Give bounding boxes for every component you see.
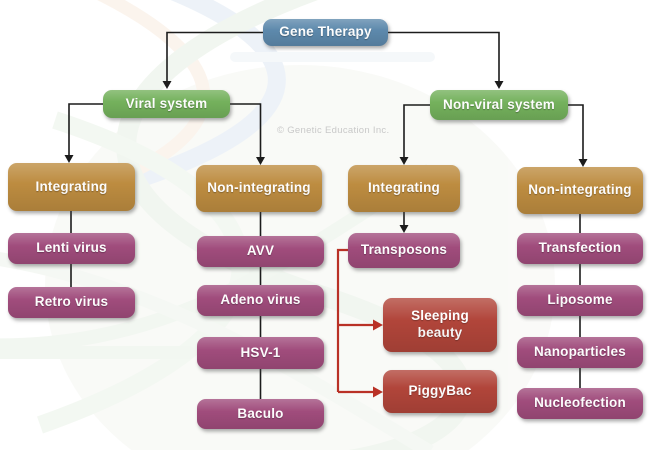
- node-nucleofection: Nucleofection: [517, 388, 643, 419]
- node-retro-virus: Retro virus: [8, 287, 135, 318]
- red-connectors: [336, 248, 383, 398]
- node-lenti-virus: Lenti virus: [8, 233, 135, 264]
- copyright-watermark: © Genetic Education Inc.: [277, 125, 390, 136]
- node-sleeping-beauty: Sleeping beauty: [383, 298, 497, 352]
- node-piggybac: PiggyBac: [383, 370, 497, 413]
- node-hsv-1: HSV-1: [197, 337, 324, 369]
- node-viral-system: Viral system: [103, 90, 230, 118]
- node-liposome: Liposome: [517, 285, 643, 316]
- node-baculo: Baculo: [197, 399, 324, 429]
- node-viral-non-integrating: Non-integrating: [196, 165, 322, 212]
- node-non-viral-system: Non-viral system: [430, 90, 568, 120]
- node-nanoparticles: Nanoparticles: [517, 337, 643, 368]
- node-transfection: Transfection: [517, 233, 643, 264]
- node-transposons: Transposons: [348, 233, 460, 268]
- node-gene-therapy: Gene Therapy: [263, 19, 388, 46]
- node-nonviral-integrating: Integrating: [348, 165, 460, 212]
- node-nonviral-non-integrating: Non-integrating: [517, 167, 643, 214]
- node-avv: AVV: [197, 236, 324, 267]
- black-connectors: [64, 31, 588, 399]
- node-adeno-virus: Adeno virus: [197, 285, 324, 316]
- node-viral-integrating: Integrating: [8, 163, 135, 211]
